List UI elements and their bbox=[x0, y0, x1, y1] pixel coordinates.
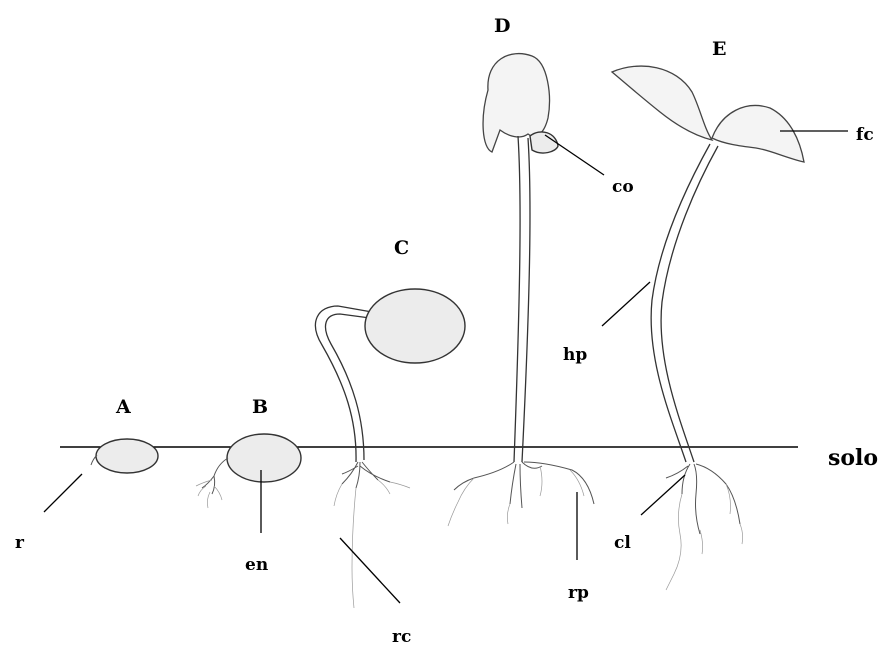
label-hp: hp bbox=[563, 345, 587, 365]
label-cl: cl bbox=[614, 533, 631, 553]
stage-b-seed bbox=[196, 434, 301, 508]
stage-b-letter: B bbox=[252, 396, 268, 418]
stage-d-letter: D bbox=[494, 15, 510, 37]
leader-r bbox=[44, 474, 82, 512]
leader-hp bbox=[602, 282, 650, 326]
label-co: co bbox=[612, 177, 634, 197]
label-r: r bbox=[15, 533, 25, 553]
stage-c-seedling bbox=[315, 289, 465, 608]
leader-co bbox=[545, 135, 604, 175]
label-rp: rp bbox=[568, 583, 589, 603]
stage-d-seedling bbox=[448, 54, 594, 526]
stage-e-letter: E bbox=[712, 38, 726, 60]
leader-cl bbox=[641, 475, 685, 515]
stage-a-seed bbox=[91, 439, 158, 473]
label-fc: fc bbox=[856, 125, 874, 145]
stage-a-letter: A bbox=[115, 396, 131, 418]
label-rc: rc bbox=[392, 627, 411, 645]
leader-rc bbox=[340, 538, 400, 603]
stage-c-letter: C bbox=[394, 237, 409, 259]
stage-e-seedling bbox=[612, 66, 804, 590]
label-en: en bbox=[245, 555, 268, 575]
soil-label: solo bbox=[828, 445, 878, 471]
